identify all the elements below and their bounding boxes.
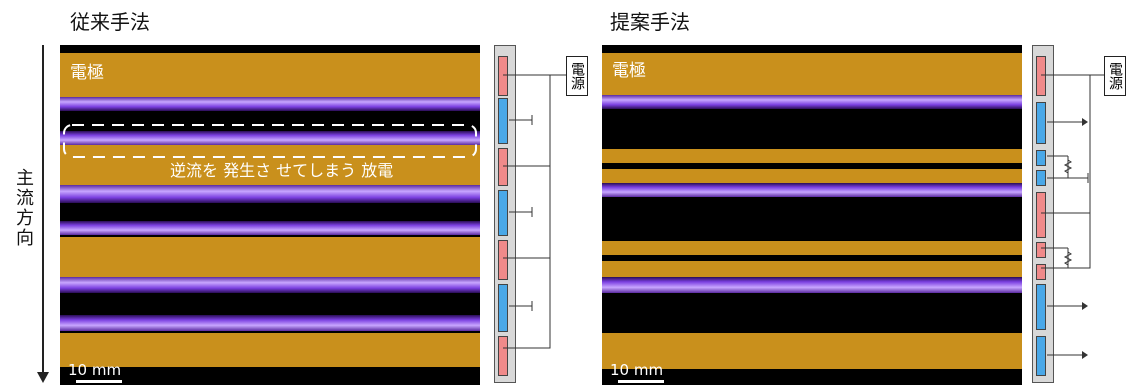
power-supply-box: 電源 xyxy=(1104,56,1126,96)
plasma-layer xyxy=(60,315,480,331)
grounded-electrode-segment xyxy=(1036,336,1046,376)
electrode xyxy=(60,237,480,277)
right-discharge-image: 電極 10 mm xyxy=(602,45,1022,385)
electrode-label: 電極 xyxy=(612,61,646,81)
scale-label: 10 mm xyxy=(610,361,664,379)
flow-direction-label: 主流方向 xyxy=(13,168,34,248)
grounded-electrode-segment xyxy=(498,284,508,332)
electrode xyxy=(60,53,480,97)
powered-electrode-segment xyxy=(1036,242,1046,258)
powered-electrode-segment xyxy=(1036,56,1046,96)
electrode xyxy=(602,149,1022,163)
electrode xyxy=(602,169,1022,183)
grounded-electrode-segment xyxy=(1036,284,1046,330)
plasma-layer xyxy=(60,277,480,293)
grounded-electrode-segment xyxy=(1036,170,1046,186)
electrode xyxy=(602,241,1022,255)
plasma-layer xyxy=(60,185,480,203)
left-discharge-image: 電極 逆流を 発生さ せてしまう 放電 10 mm xyxy=(60,45,480,385)
plasma-layer xyxy=(60,97,480,111)
powered-electrode-segment xyxy=(498,148,508,186)
electrode xyxy=(60,333,480,367)
right-electrode-strip xyxy=(1032,45,1054,383)
grounded-electrode-segment xyxy=(1036,150,1046,166)
power-supply-box: 電源 xyxy=(566,56,588,96)
electrode xyxy=(60,145,480,185)
scale-bar xyxy=(76,380,122,383)
backflow-annotation: 逆流を 発生さ せてしまう 放電 xyxy=(170,161,394,180)
plasma-layer xyxy=(60,131,480,145)
plasma-layer xyxy=(602,95,1022,109)
left-electrode-strip xyxy=(494,45,516,383)
electrode xyxy=(602,261,1022,277)
right-panel-title: 提案手法 xyxy=(610,10,690,34)
plasma-layer xyxy=(60,221,480,235)
powered-electrode-segment xyxy=(1036,264,1046,280)
grounded-electrode-segment xyxy=(498,98,508,144)
plasma-layer xyxy=(602,277,1022,293)
flow-direction-arrow xyxy=(37,45,49,383)
scale-label: 10 mm xyxy=(68,361,122,379)
grounded-electrode-segment xyxy=(1036,102,1046,144)
powered-electrode-segment xyxy=(1036,192,1046,238)
powered-electrode-segment xyxy=(498,336,508,376)
powered-electrode-segment xyxy=(498,56,508,96)
electrode-label: 電極 xyxy=(70,63,104,83)
plasma-layer xyxy=(602,183,1022,197)
scale-bar xyxy=(618,380,664,383)
grounded-electrode-segment xyxy=(498,190,508,236)
electrode xyxy=(602,333,1022,369)
left-panel-title: 従来手法 xyxy=(70,10,150,34)
powered-electrode-segment xyxy=(498,240,508,280)
electrode xyxy=(602,53,1022,95)
